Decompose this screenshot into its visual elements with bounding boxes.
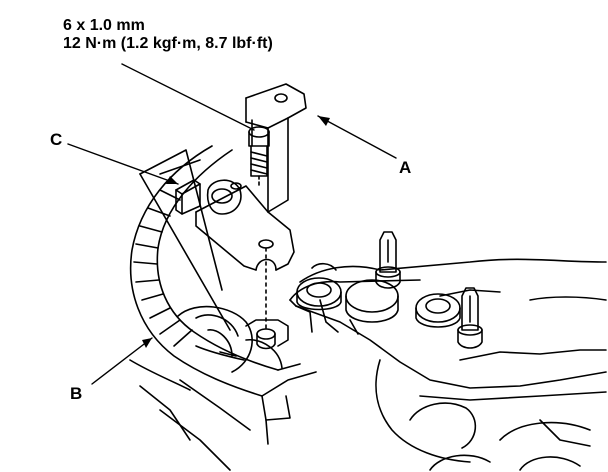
mounting-nut: [245, 319, 289, 350]
background-panels: [129, 149, 251, 471]
wire-harness: [129, 145, 317, 445]
mounting-bosses: [296, 277, 461, 328]
spec-leader-line: [121, 63, 255, 131]
leader-line-b: [91, 337, 153, 385]
leader-line-a: [317, 115, 397, 159]
callout-a-label: A: [399, 158, 412, 177]
torque-spec-label: 12 N·m (1.2 kgf·m, 8.7 lbf·ft): [63, 35, 273, 52]
leader-line-c: [67, 143, 179, 185]
studs: [375, 231, 483, 349]
harness-clip: [175, 179, 242, 215]
callout-b-label: B: [70, 384, 83, 403]
engine-block: [289, 258, 607, 471]
bolt-size-label: 6 x 1.0 mm: [63, 17, 145, 34]
leader-lines: [67, 63, 397, 385]
bolt: [248, 126, 270, 187]
bracket: [195, 83, 307, 331]
callout-c-label: C: [50, 130, 63, 149]
